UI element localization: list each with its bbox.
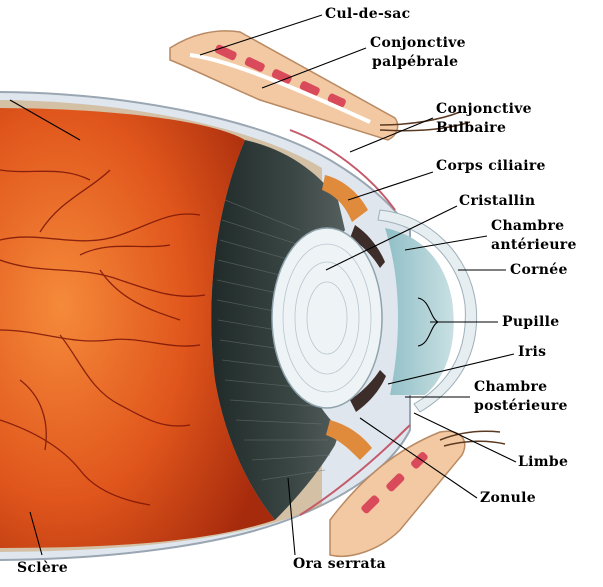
lower-eyelid-muscle	[361, 452, 428, 514]
lens	[271, 227, 383, 409]
label-conjonctive-palpebrale-2: palpébrale	[372, 54, 459, 70]
label-zonule: Zonule	[480, 490, 536, 506]
label-chambre-posterieure-2: postérieure	[474, 398, 568, 414]
cornea	[377, 209, 478, 413]
label-conjonctive-bulbaire-2: Bulbaire	[436, 120, 507, 136]
lower-lashes	[439, 430, 506, 447]
label-cristallin: Cristallin	[459, 193, 536, 209]
label-chambre-anterieure-1: Chambre	[491, 218, 565, 234]
ciliary-muscle-bottom	[326, 420, 372, 460]
label-ora-serrata: Ora serrata	[293, 556, 386, 572]
label-conjonctive-bulbaire-1: Conjonctive	[436, 101, 532, 117]
label-chambre-anterieure-2: antérieure	[491, 237, 577, 253]
label-iris: Iris	[518, 344, 547, 360]
lens-rings	[282, 243, 372, 393]
conjunctiva-line-lower	[299, 424, 411, 516]
retina	[0, 108, 275, 548]
iris-shape-lower	[350, 370, 386, 412]
anterior-chamber	[385, 228, 454, 395]
leader-lines	[9, 14, 517, 556]
label-limbe: Limbe	[518, 454, 569, 470]
iris-shape	[350, 225, 385, 268]
label-pupille: Pupille	[502, 314, 560, 330]
label-cornee: Cornée	[510, 262, 568, 278]
conjunctiva-line	[289, 129, 396, 211]
upper-eyelid-gland	[189, 53, 371, 124]
label-conjonctive-palpebrale-1: Conjonctive	[370, 35, 466, 51]
label-cul-de-sac: Cul-de-sac	[325, 6, 411, 22]
ciliary-muscle-top	[322, 175, 368, 222]
label-corps-ciliaire: Corps ciliaire	[436, 158, 546, 174]
label-chambre-posterieure-1: Chambre	[474, 379, 548, 395]
retinal-vessels	[0, 169, 206, 506]
label-sclere: Sclère	[17, 560, 68, 576]
